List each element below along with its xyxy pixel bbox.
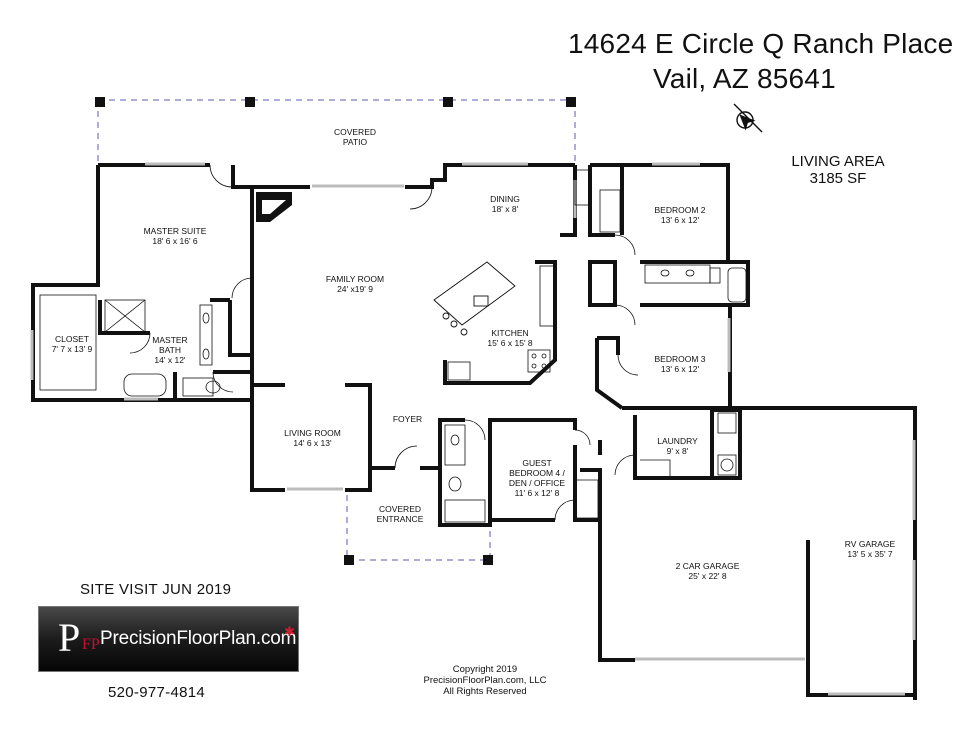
living-area-block: LIVING AREA 3185 SF	[778, 153, 898, 187]
address-line-1: 14624 E Circle Q Ranch Place	[568, 28, 954, 59]
room-fireplace-label: FP	[264, 202, 276, 211]
logo-mark-small: FP	[82, 636, 100, 653]
covered-patio-outline	[97, 99, 576, 165]
copyright-block: Copyright 2019 PrecisionFloorPlan.com, L…	[405, 664, 565, 697]
room-foyer: FOYER	[392, 414, 423, 424]
phone-number: 520-977-4814	[108, 684, 206, 701]
fixtures	[39, 169, 747, 523]
copyright-line-1: Copyright 2019	[452, 664, 518, 675]
covered-entrance-outline	[346, 495, 491, 561]
logo-mark-big: P	[58, 615, 81, 660]
living-area-value: 3185 SF	[809, 170, 867, 187]
entrance-posts	[344, 555, 493, 565]
logo-brand-text: PrecisionFloorPlan.com	[100, 628, 297, 649]
living-area-label: LIVING AREA	[791, 153, 885, 170]
copyright-line-2: PrecisionFloorPlan.com, LLC	[423, 675, 547, 686]
fireplace-icon	[256, 192, 292, 222]
company-logo: P FP PrecisionFloorPlan.com ✱	[38, 606, 299, 672]
door-swings	[129, 164, 639, 521]
kitchen-island	[433, 261, 516, 336]
copyright-line-3: All Rights Reserved	[443, 686, 527, 697]
north-arrow-icon	[733, 103, 763, 133]
site-visit-label: SITE VISIT JUN 2019	[80, 581, 232, 598]
windows	[30, 162, 916, 696]
address-line-2: Vail, AZ 85641	[653, 63, 836, 94]
logo-star-icon: ✱	[284, 624, 295, 639]
patio-posts	[95, 97, 576, 107]
